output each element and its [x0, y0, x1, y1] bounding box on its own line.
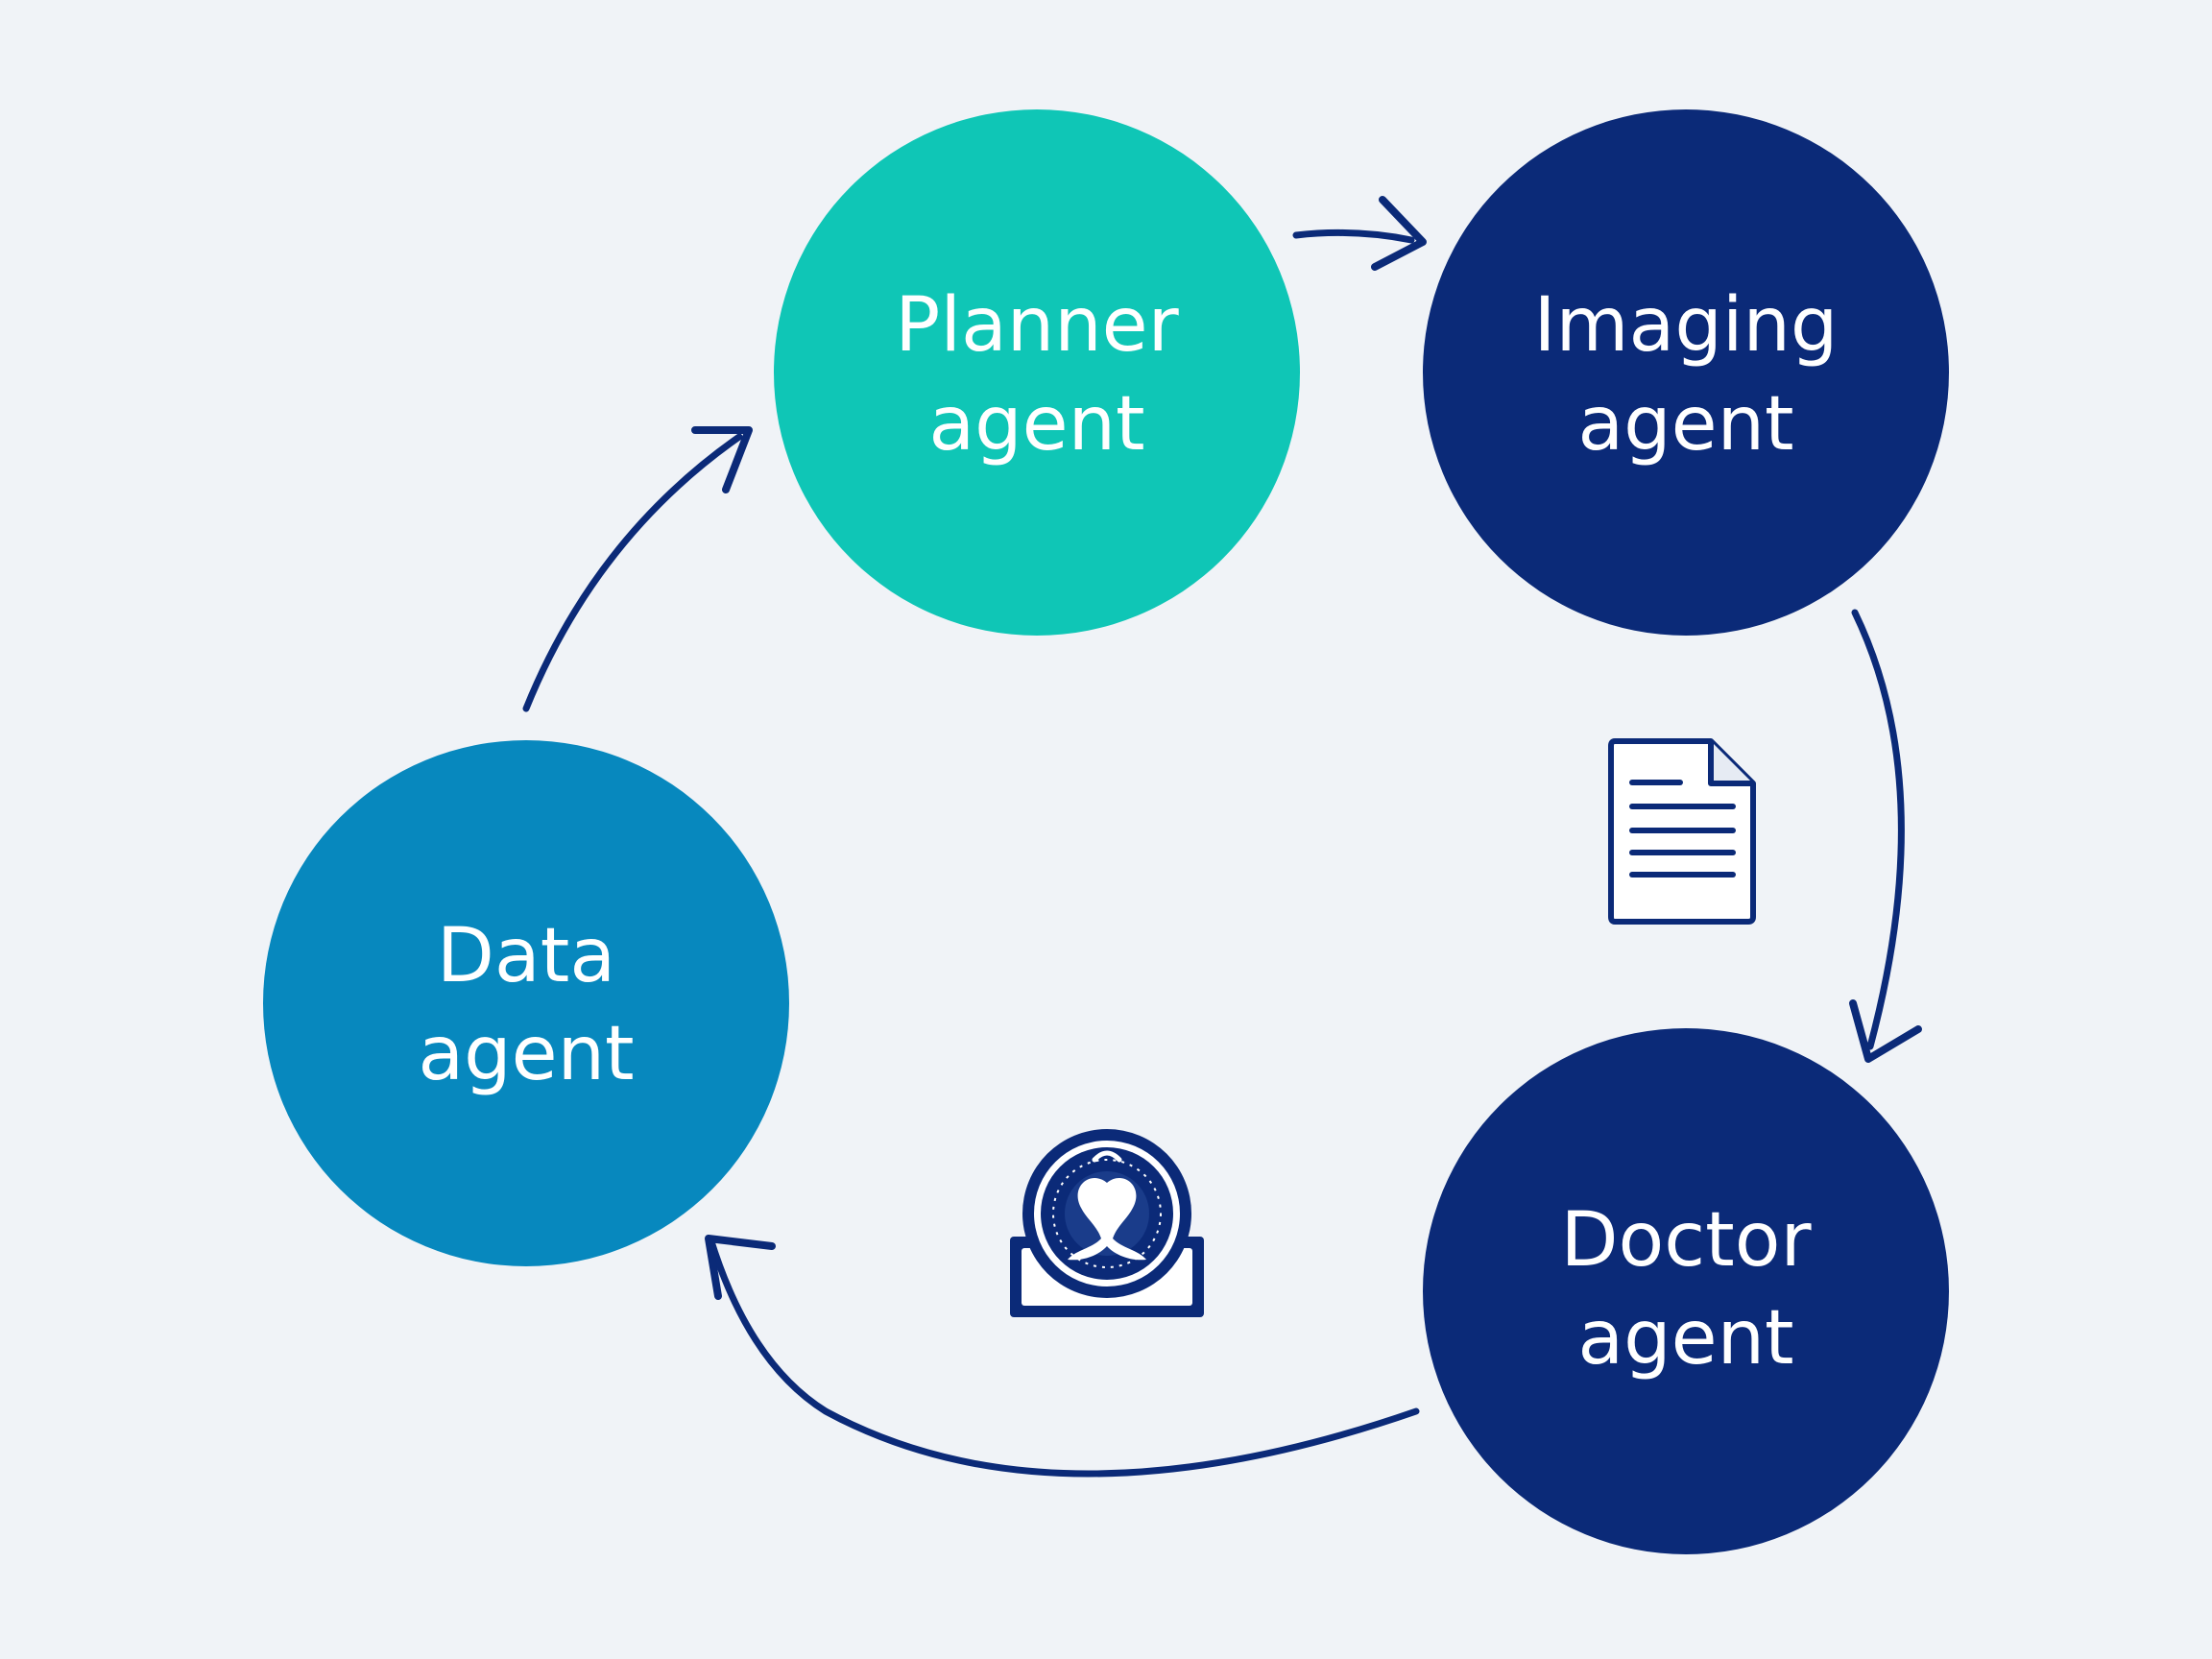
- node-planner-label-line1: Planner: [895, 282, 1179, 369]
- node-imaging-circle: [1423, 109, 1949, 636]
- node-imaging-agent: Imaging agent: [1423, 109, 1949, 636]
- document-icon: [1608, 738, 1756, 925]
- node-planner-circle: [774, 109, 1300, 636]
- node-data-circle: [263, 740, 789, 1266]
- node-data-label-line2: agent: [418, 1011, 634, 1097]
- edge-planner-to-imaging: [1292, 196, 1427, 271]
- node-doctor-label-line1: Doctor: [1560, 1197, 1812, 1284]
- mri-scanner-icon: [1010, 1129, 1204, 1317]
- node-doctor-agent: Doctor agent: [1423, 1028, 1949, 1554]
- node-imaging-label-line1: Imaging: [1534, 282, 1839, 369]
- edge-doctor-to-data: [705, 1235, 1420, 1478]
- node-data-label-line1: Data: [437, 913, 615, 999]
- edge-data-to-planner: [522, 426, 753, 712]
- node-doctor-label-line2: agent: [1577, 1295, 1793, 1382]
- node-data-agent: Data agent: [263, 740, 789, 1266]
- edge-imaging-to-doctor: [1849, 609, 1922, 1063]
- node-planner-agent: Planner agent: [774, 109, 1300, 636]
- node-planner-label-line2: agent: [928, 381, 1144, 468]
- node-doctor-circle: [1423, 1028, 1949, 1554]
- node-imaging-label-line2: agent: [1577, 381, 1793, 468]
